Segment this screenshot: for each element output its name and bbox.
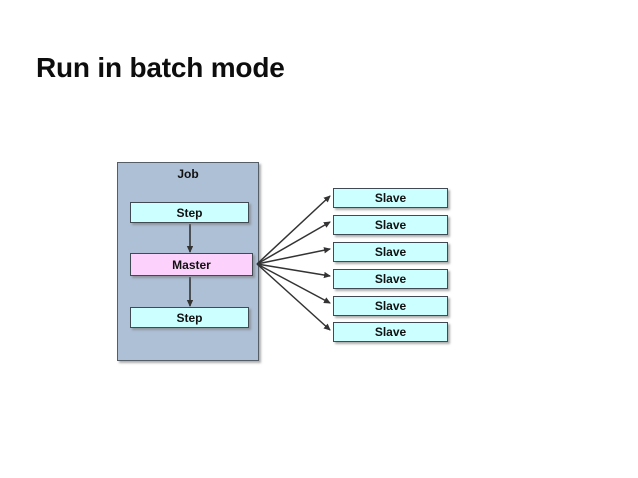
- job-label: Job: [177, 167, 199, 181]
- slave-node-5[interactable]: Slave: [333, 296, 448, 316]
- page-title: Run in batch mode: [36, 52, 285, 83]
- slave-node-2[interactable]: Slave: [333, 215, 448, 235]
- master-node[interactable]: Master: [130, 253, 253, 276]
- slave-node-4[interactable]: Slave: [333, 269, 448, 289]
- slave-node-3[interactable]: Slave: [333, 242, 448, 262]
- slave-node-6[interactable]: Slave: [333, 322, 448, 342]
- slave-node-1[interactable]: Slave: [333, 188, 448, 208]
- step-node-top[interactable]: Step: [130, 202, 249, 223]
- step-node-bottom[interactable]: Step: [130, 307, 249, 328]
